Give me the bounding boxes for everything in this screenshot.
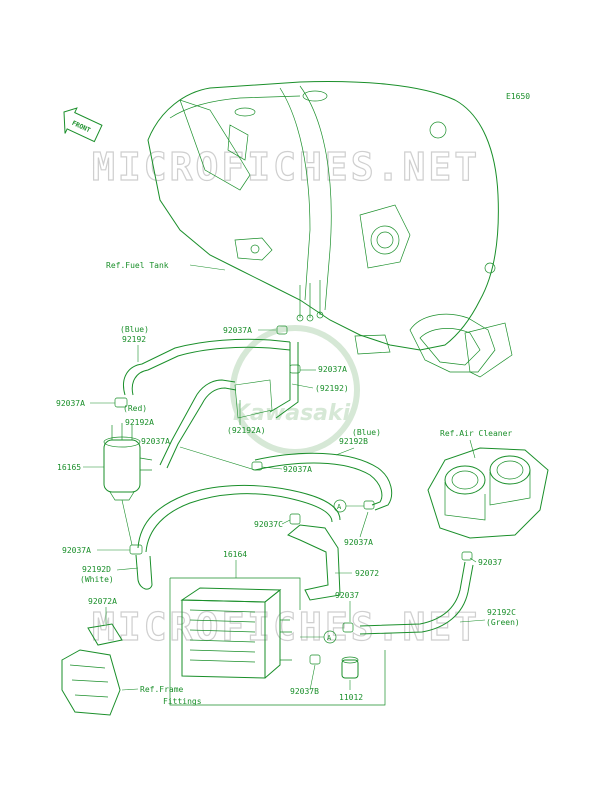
label-blue-top: (Blue) (120, 325, 149, 334)
label-92037A-5: 92037A (344, 538, 373, 547)
label-16164: 16164 (223, 550, 247, 559)
label-white: (White) (80, 575, 114, 584)
cap-11012 (341, 656, 359, 679)
label-92037A-6: 92037A (62, 546, 91, 555)
svg-text:A: A (327, 634, 332, 642)
label-92037A-3: 92037A (141, 437, 170, 446)
watermark-top: MICROFICHES.NET (92, 145, 480, 189)
label-92192A: 92192A (125, 418, 154, 427)
label-92037A-2: 92037A (318, 365, 347, 374)
label-92192A-paren: (92192A) (227, 426, 266, 435)
label-92192-paren: (92192) (315, 384, 349, 393)
charcoal-canister-16164 (180, 587, 292, 679)
label-92192C: 92192C (487, 608, 516, 617)
frame-fittings (61, 649, 121, 716)
label-ref-air-cleaner: Ref.Air Cleaner (440, 429, 512, 438)
label-92072A: 92072A (88, 597, 117, 606)
bracket-92072A (87, 623, 123, 646)
label-92037C: 92037C (254, 520, 283, 529)
label-92192-top: 92192 (122, 335, 146, 344)
label-92037-mid: 92037 (335, 591, 359, 600)
front-arrow-icon: FRONT (63, 107, 103, 143)
kawasaki-logo: Kawasaki (230, 325, 360, 455)
label-92037A-left: 92037A (56, 399, 85, 408)
label-16165: 16165 (57, 463, 81, 472)
label-blue-mid: (Blue) (352, 428, 381, 437)
air-cleaner (427, 447, 549, 539)
label-green: (Green) (486, 618, 520, 627)
diagram-code: E1650 (506, 92, 530, 101)
label-ref-fuel-tank: Ref.Fuel Tank (106, 261, 169, 270)
label-92192B: 92192B (339, 437, 368, 446)
label-92037-right: 92037 (478, 558, 502, 567)
label-92072: 92072 (355, 569, 379, 578)
label-92037B: 92037B (290, 687, 319, 696)
logo-text: Kawasaki (233, 401, 351, 426)
label-11012: 11012 (339, 693, 363, 702)
label-92037A-4: 92037A (283, 465, 312, 474)
label-red: (Red) (123, 404, 147, 413)
label-92192D: 92192D (82, 565, 111, 574)
svg-text:A: A (337, 503, 342, 511)
watermark-bottom: MICROFICHES.NET (92, 605, 480, 649)
fuel-filter-16165 (103, 423, 153, 501)
label-92037A-1: 92037A (223, 326, 252, 335)
fuel-tank (147, 81, 513, 378)
label-fittings: Fittings (163, 697, 202, 706)
label-ref-frame: Ref.Frame (140, 685, 184, 694)
